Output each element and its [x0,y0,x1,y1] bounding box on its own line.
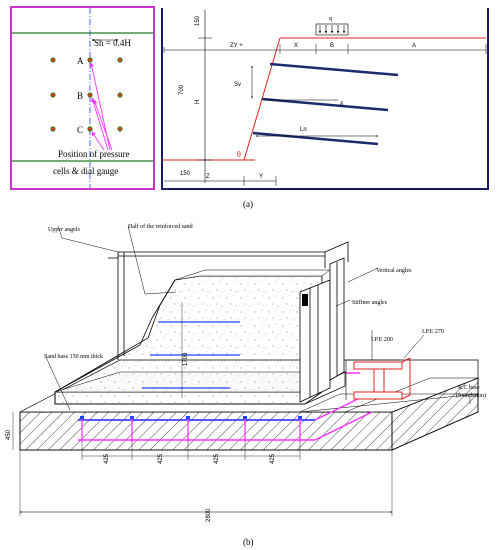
dim-z: Z [206,174,210,180]
delta-label: δ [340,102,344,108]
label-vertical-angles: Vertical angles [376,268,412,274]
vertical-angles [299,257,345,403]
label-upper-angles: Upper angels [48,227,80,233]
dot [50,57,56,63]
dim-2800: 2800 [206,508,212,522]
dot [87,92,93,98]
reinforcement-layers [252,62,399,146]
reinforcement-layer [252,131,379,146]
left-panel-border [10,6,155,190]
caption-a: (a) [243,199,253,209]
dim-bottom: 150 [180,171,191,177]
theta-label: θ [237,150,241,159]
post-caps [80,416,302,419]
dot [117,126,123,132]
span-1: 425 [104,453,110,464]
label-ipe200: I.P.E 200 [371,337,393,343]
panel-a-left: Sh = 0.4H A B C Position of pressure cel… [10,6,155,190]
reinforcement-layer [269,62,399,77]
label-rc-base-2: (foundation) [456,392,486,399]
dim-x: X [294,43,298,49]
dot [87,126,93,132]
load-arrows [318,25,346,34]
leader-lines [45,225,471,411]
span-4: 425 [270,453,276,464]
span-3: 425 [214,453,220,464]
ipe270-beam [353,357,411,400]
tank-frame-b [108,241,349,360]
legend-line-2: cells & dial gauge [53,166,118,176]
label-sand-base: Sand base 150 mm thick [44,354,103,360]
dot [117,92,123,98]
label-stiffner-angles: Stiffner angles [352,299,388,306]
reinforcement-layer [261,97,389,112]
caption-b: (b) [243,537,254,547]
stiffener-plate [302,294,308,306]
legend-line-1: Position of pressure [58,149,130,159]
pressure-cell-dots [50,57,123,132]
dot [50,126,56,132]
gauge-arrows [89,62,113,151]
panel-b: 1700 425 425 425 425 450 2800 [6,223,486,522]
dim-y: Y [259,174,263,180]
dim-450: 450 [6,429,12,440]
dot [117,57,123,63]
dim-h: H [195,100,201,104]
dim-700: 700 [179,84,185,95]
sv-label: Sv [234,82,241,88]
dim-zy: ZY + [230,43,243,49]
reinforcement-strips [142,321,240,389]
reinforced-sand [54,275,323,405]
panel-a-right: q 150 700 H 150 ZY + X B A Z Y Sv δ Ln [161,8,489,190]
row-label-c: C [77,125,83,135]
q-label: q [329,16,332,22]
dot [50,92,56,98]
dim-a: A [412,43,416,49]
span-2: 425 [158,453,164,464]
label-ipe270: I.P.E 270 [422,329,444,335]
dim-b: B [330,43,334,49]
dim-top: 150 [195,15,201,26]
label-rc-base-1: R.C base [458,385,480,391]
tank-frame [161,8,489,190]
sh-label: Sh = 0.4H [94,38,131,48]
dot [87,57,93,63]
row-label-b: B [77,91,83,101]
row-label-a: A [77,56,84,66]
ln-label: Ln [300,127,307,133]
vertical-posts [81,418,301,442]
label-half-sand: Half of the reinforced sand [128,223,193,230]
dim-1700: 1700 [183,352,189,366]
